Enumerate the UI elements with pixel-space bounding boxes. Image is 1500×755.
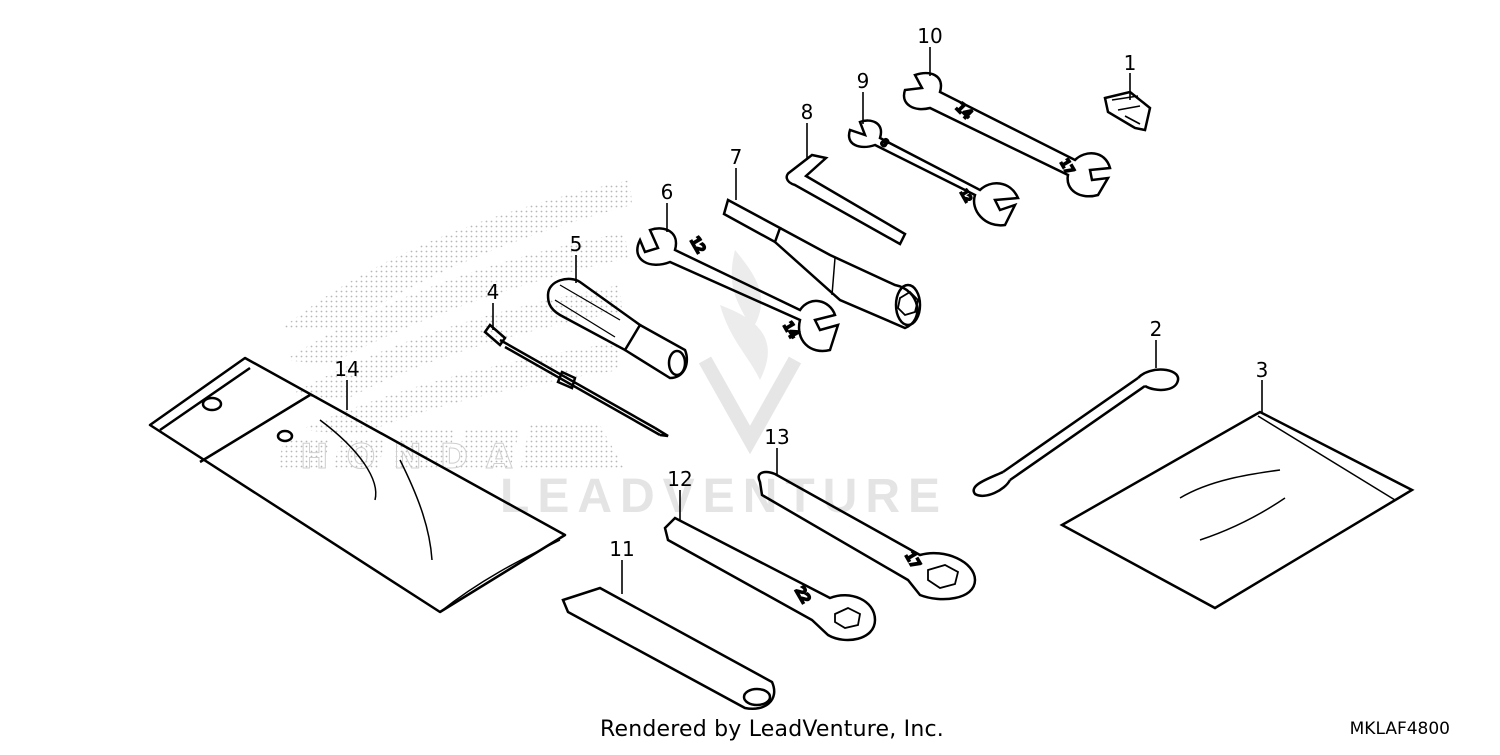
callout-3: 3 bbox=[1256, 358, 1269, 382]
honda-logo-text: HONDA bbox=[300, 437, 530, 477]
honda-wing-logo: HONDA bbox=[278, 180, 632, 478]
part-5-screwdriver-handle bbox=[546, 277, 689, 380]
callout-leaders bbox=[346, 47, 1263, 594]
callout-12: 12 bbox=[667, 467, 692, 491]
callout-14: 14 bbox=[334, 357, 359, 381]
callout-5: 5 bbox=[570, 232, 583, 256]
part-9-wrench-8-12: 8 12 bbox=[847, 119, 1020, 227]
callout-4: 4 bbox=[487, 280, 500, 304]
callout-6: 6 bbox=[661, 180, 674, 204]
diagram-code: MKLAF4800 bbox=[1349, 719, 1450, 739]
wrench-6-size-14: 14 bbox=[780, 320, 801, 342]
watermark-text: LEADVENTURE bbox=[500, 470, 948, 523]
wrench-13-size-17: 17 bbox=[902, 550, 923, 572]
wrench-6-size-12: 12 bbox=[687, 235, 708, 257]
part-7-spark-plug-wrench bbox=[722, 198, 922, 330]
part-11-handle bbox=[561, 586, 776, 711]
callout-1: 1 bbox=[1124, 51, 1137, 75]
part-12-box-wrench-22: 22 bbox=[663, 516, 877, 642]
wrench-9-size-12: 12 bbox=[957, 188, 973, 205]
callout-9: 9 bbox=[857, 69, 870, 93]
part-10-wrench-14-17: 14 17 bbox=[902, 71, 1112, 198]
part-8-hex-key bbox=[785, 153, 907, 246]
snap-button-icon bbox=[276, 429, 294, 443]
callout-labels: 1 2 3 4 5 6 7 8 9 10 11 12 13 14 bbox=[334, 24, 1268, 561]
callout-7: 7 bbox=[730, 145, 743, 169]
leadventure-watermark: LEADVENTURE bbox=[500, 250, 948, 523]
callout-13: 13 bbox=[764, 425, 789, 449]
part-2-helmet-cable bbox=[972, 368, 1180, 497]
part-1-fuse bbox=[1103, 90, 1152, 132]
callout-10: 10 bbox=[917, 24, 942, 48]
callout-11: 11 bbox=[609, 537, 634, 561]
part-3-document-bag bbox=[1059, 410, 1415, 610]
callout-2: 2 bbox=[1150, 317, 1163, 341]
part-4-screwdriver-blade bbox=[483, 323, 669, 438]
callout-8: 8 bbox=[801, 100, 814, 124]
snap-button-icon bbox=[201, 396, 223, 412]
footer-credit: Rendered by LeadVenture, Inc. bbox=[600, 717, 944, 742]
part-14-tool-bag bbox=[148, 356, 567, 614]
